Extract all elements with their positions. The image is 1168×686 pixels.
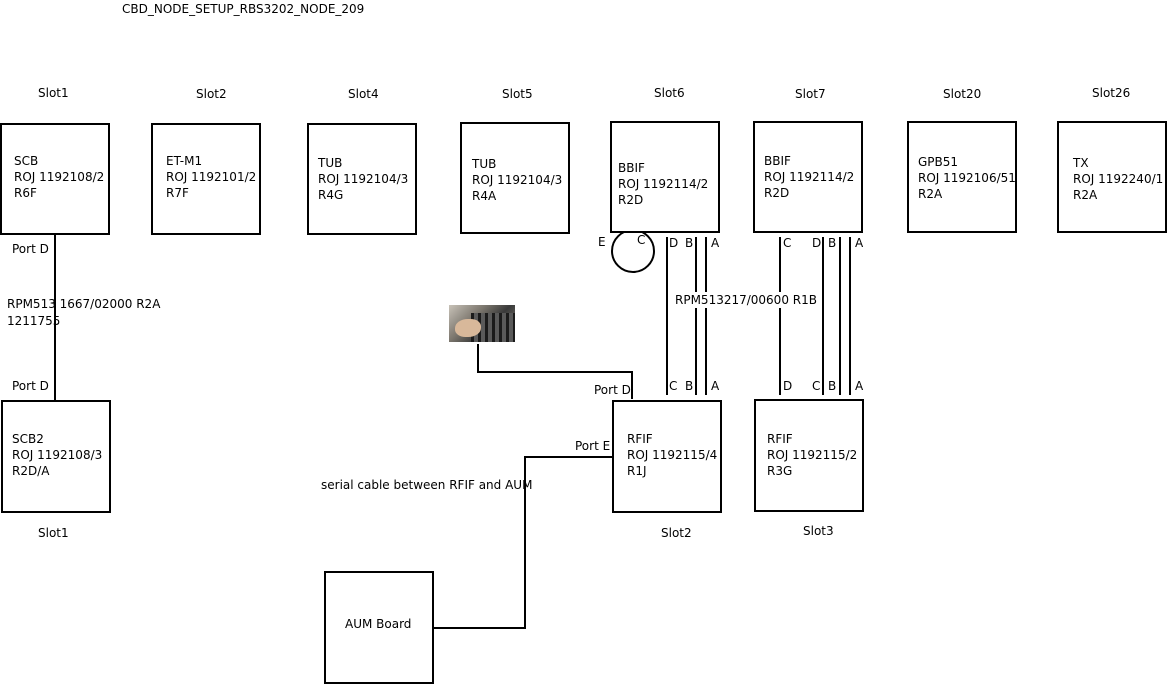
board-revision: R4A [472, 188, 562, 204]
port-label-a: A [855, 378, 863, 394]
slot-label-bottom-3: Slot3 [803, 523, 834, 539]
port-label-e: E [598, 234, 606, 250]
board-scb2: SCB2 ROJ 1192108/3 R2D/A [1, 400, 111, 513]
board-revision: R2D [764, 185, 854, 201]
board-revision: R2A [918, 186, 1016, 202]
scb-port-top-label: Port D [12, 241, 49, 257]
board-tub-slot4: TUB ROJ 1192104/3 R4G [307, 123, 417, 235]
port-label-b: B [685, 378, 693, 394]
board-name: SCB2 [12, 431, 102, 447]
board-name: TUB [318, 155, 408, 171]
board-revision: R2A [1073, 187, 1163, 203]
port-label-c: C [812, 378, 820, 394]
board-revision: R2D/A [12, 463, 102, 479]
port-loop [612, 230, 654, 272]
slot-label-bottom-1: Slot1 [38, 525, 69, 541]
board-aum: AUM Board [324, 571, 434, 684]
port-label-b: B [828, 235, 836, 251]
scb-cable-label: RPM513 1667/02000 R2A [7, 296, 160, 312]
board-revision: R4G [318, 187, 408, 203]
rfif-port-d-label: Port D [594, 382, 631, 398]
board-revision: R3G [767, 463, 857, 479]
port-label-d: D [783, 378, 792, 394]
board-et-m1: ET-M1 ROJ 1192101/2 R7F [151, 123, 261, 235]
board-name: SCB [14, 153, 104, 169]
board-name: BBIF [618, 160, 708, 176]
port-label-c: C [637, 232, 645, 248]
slot-label-20: Slot20 [943, 86, 981, 102]
diagram-title: CBD_NODE_SETUP_RBS3202_NODE_209 [122, 1, 364, 17]
slot-label-2: Slot2 [196, 86, 227, 102]
board-revision: R1J [627, 463, 717, 479]
board-product: ROJ 1192115/4 [627, 447, 717, 463]
port-label-a: A [711, 235, 719, 251]
slot-label-6: Slot6 [654, 85, 685, 101]
aum-board-label: AUM Board [345, 616, 411, 632]
port-label-d: D [669, 235, 678, 251]
board-product: ROJ 1192104/3 [318, 171, 408, 187]
scb-cable-id-label: 1211755 [7, 313, 60, 329]
slot-label-bottom-2: Slot2 [661, 525, 692, 541]
board-product: ROJ 1192106/51 [918, 170, 1016, 186]
port-label-a: A [855, 235, 863, 251]
cable-photo-thumbnail [449, 305, 515, 342]
port-label-c: C [669, 378, 677, 394]
board-product: ROJ 1192108/3 [12, 447, 102, 463]
board-bbif-slot7: BBIF ROJ 1192114/2 R2D [753, 121, 863, 233]
port-label-d: D [812, 235, 821, 251]
slot-label-5: Slot5 [502, 86, 533, 102]
board-gpb51: GPB51 ROJ 1192106/51 R2A [907, 121, 1017, 233]
board-product: ROJ 1192240/1 [1073, 171, 1163, 187]
board-product: ROJ 1192104/3 [472, 172, 562, 188]
board-rfif-slot2: RFIF ROJ 1192115/4 R1J [612, 400, 722, 513]
serial-cable-label: serial cable between RFIF and AUM [321, 477, 532, 493]
board-revision: R6F [14, 185, 104, 201]
slot-label-1: Slot1 [38, 85, 69, 101]
board-tub-slot5: TUB ROJ 1192104/3 R4A [460, 122, 570, 234]
board-rfif-slot3: RFIF ROJ 1192115/2 R3G [754, 399, 864, 512]
rfif-port-e-label: Port E [575, 438, 610, 454]
port-label-b: B [828, 378, 836, 394]
port-label-b: B [685, 235, 693, 251]
scb-port-bottom-label: Port D [12, 378, 49, 394]
board-name: TUB [472, 156, 562, 172]
board-product: ROJ 1192114/2 [618, 176, 708, 192]
board-revision: R2D [618, 192, 708, 208]
board-product: ROJ 1192108/2 [14, 169, 104, 185]
board-name: ET-M1 [166, 153, 256, 169]
port-label-c: C [783, 235, 791, 251]
slot-label-26: Slot26 [1092, 85, 1130, 101]
port-label-a: A [711, 378, 719, 394]
board-revision: R7F [166, 185, 256, 201]
board-bbif-slot6: BBIF ROJ 1192114/2 R2D [610, 121, 720, 233]
board-product: ROJ 1192101/2 [166, 169, 256, 185]
board-name: BBIF [764, 153, 854, 169]
board-scb: SCB ROJ 1192108/2 R6F [0, 123, 110, 235]
board-tx: TX ROJ 1192240/1 R2A [1057, 121, 1167, 233]
board-name: RFIF [627, 431, 717, 447]
board-product: ROJ 1192114/2 [764, 169, 854, 185]
board-name: GPB51 [918, 154, 1016, 170]
board-product: ROJ 1192115/2 [767, 447, 857, 463]
board-name: RFIF [767, 431, 857, 447]
slot-label-4: Slot4 [348, 86, 379, 102]
slot-label-7: Slot7 [795, 86, 826, 102]
board-name: TX [1073, 155, 1163, 171]
bbif-cable-label: RPM513217/00600 R1B [675, 292, 817, 308]
